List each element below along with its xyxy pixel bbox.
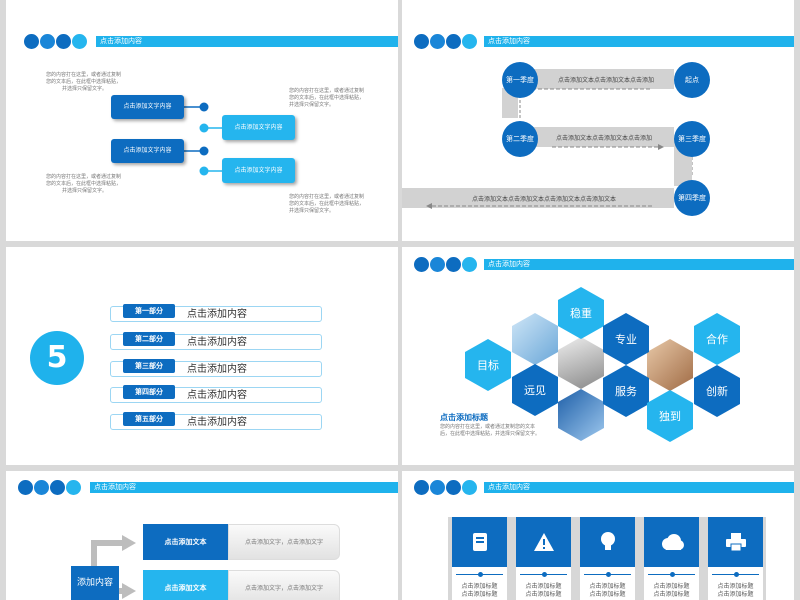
circle-q4[interactable]: 第四季度 (674, 180, 710, 216)
hex-service[interactable]: 服务 (603, 365, 649, 417)
circle-start[interactable]: 起点 (674, 62, 710, 98)
connector-lines (184, 102, 222, 176)
part-row-3[interactable]: 第三部分点击添加内容 (110, 359, 322, 377)
circle-q1[interactable]: 第一季度 (502, 62, 538, 98)
box1-title[interactable]: 点击添加文本 (143, 524, 228, 560)
icon-card-5[interactable]: 点击添加标题点击添加标题 (708, 517, 763, 600)
header-dots (414, 257, 478, 272)
text-block-top-left: 您的内容打在这里，或者通过复制您的文本后，在此框中选择粘贴，并选择只保留文字。 (46, 72, 122, 92)
dark-box-2[interactable]: 点击添加文字内容 (111, 139, 184, 163)
light-box-1[interactable]: 点击添加文字内容 (222, 115, 295, 140)
circle-q2[interactable]: 第二季度 (502, 121, 538, 157)
icon-card-1[interactable]: 点击添加标题点击添加标题 (452, 517, 507, 600)
hex-cooperation[interactable]: 合作 (694, 313, 740, 365)
header-title: 点击添加内容 (94, 483, 136, 491)
photo-hex-1 (512, 313, 558, 365)
lightbulb-icon (600, 532, 615, 550)
header-bar: 点击添加内容 (484, 482, 794, 493)
header-title: 点击添加内容 (488, 260, 530, 268)
light-box-2[interactable]: 点击添加文字内容 (222, 158, 295, 183)
header-dots (24, 34, 88, 49)
slide-1[interactable]: 点击添加内容 您的内容打在这里，或者通过复制您的文本后，在此框中选择粘贴，并选择… (6, 0, 398, 241)
text-block-bottom-right: 您的内容打在这里，或者通过复制您的文本后，在此框中选择粘贴，并选择只保留文字。 (289, 194, 365, 214)
printer-icon (725, 533, 746, 552)
photo-hex-4 (558, 389, 604, 441)
slide-5[interactable]: 点击添加内容 添加内容 点击添加文本 点击添加文字，点击添加文字 点击添加文本 … (6, 471, 398, 600)
photo-hex-3 (647, 339, 693, 391)
hex-unique[interactable]: 独到 (647, 390, 693, 442)
box1-text: 点击添加文字，点击添加文字 (228, 524, 340, 560)
box2-title[interactable]: 点击添加文本 (143, 570, 228, 600)
band-3: 点击添加文本点击添加文本点击添加文本点击添加文本 (402, 188, 674, 208)
hex-professional[interactable]: 专业 (603, 313, 649, 365)
header-bar: 点击添加内容 (484, 36, 794, 47)
caption-text: 您的内容打在这里，或者通过复制您的文本后，在此框中选择粘贴，并选择只保留文字。 (440, 424, 541, 437)
header-dots (414, 480, 478, 495)
dark-box-1[interactable]: 点击添加文字内容 (111, 95, 184, 119)
hex-vision[interactable]: 远见 (512, 364, 558, 416)
part-row-1[interactable]: 第一部分点击添加内容 (110, 304, 322, 322)
timeline-arrows (426, 86, 693, 209)
band-2: 点击添加文本点击添加文本点击添加 (518, 127, 674, 147)
hex-innovation[interactable]: 创新 (694, 365, 740, 417)
slide-4[interactable]: 点击添加内容 稳重 专业 合作 目标 远见 服务 创新 独到 点击添加标题 您的… (402, 247, 794, 465)
header-bar: 点击添加内容 (90, 482, 398, 493)
part-row-2[interactable]: 第二部分点击添加内容 (110, 332, 322, 350)
header-dots (18, 480, 82, 495)
box2-text: 点击添加文字，点击添加文字 (228, 570, 340, 600)
circle-q3[interactable]: 第三季度 (674, 121, 710, 157)
band-1: 点击添加文本点击添加文本点击添加 (518, 69, 674, 89)
header-bar: 点击添加内容 (96, 36, 398, 47)
icon-card-3[interactable]: 点击添加标题点击添加标题 (580, 517, 635, 600)
photo-hex-2 (558, 337, 604, 389)
icon-card-4[interactable]: 点击添加标题点击添加标题 (644, 517, 699, 600)
book-icon (472, 533, 487, 551)
warning-icon (533, 533, 554, 551)
header-title: 点击添加内容 (488, 37, 530, 45)
hex-steady[interactable]: 稳重 (558, 287, 604, 339)
header-dots (414, 34, 478, 49)
part-row-4[interactable]: 第四部分点击添加内容 (110, 385, 322, 403)
header-bar: 点击添加内容 (484, 259, 794, 270)
cloud-icon (661, 534, 684, 550)
caption-title: 点击添加标题 (440, 413, 488, 422)
part-row-5[interactable]: 第五部分点击添加内容 (110, 412, 322, 430)
icon-card-2[interactable]: 点击添加标题点击添加标题 (516, 517, 571, 600)
hex-goal[interactable]: 目标 (465, 339, 511, 391)
text-block-bottom-left: 您的内容打在这里，或者通过复制您的文本后，在此框中选择粘贴，并选择只保留文字。 (46, 174, 122, 194)
slide-2[interactable]: 点击添加内容 点击添加文本点击添加文本点击添加 点击添加文本点击添加文本点击添加… (402, 0, 794, 241)
slide-3[interactable]: 5 第一部分点击添加内容 第二部分点击添加内容 第三部分点击添加内容 第四部分点… (6, 247, 398, 465)
big-number-circle: 5 (30, 331, 84, 385)
header-title: 点击添加内容 (100, 37, 142, 45)
left-box[interactable]: 添加内容 (71, 566, 119, 600)
header-title: 点击添加内容 (488, 483, 530, 491)
text-block-top-right: 您的内容打在这里，或者通过复制您的文本后，在此框中选择粘贴，并选择只保留文字。 (289, 88, 365, 108)
